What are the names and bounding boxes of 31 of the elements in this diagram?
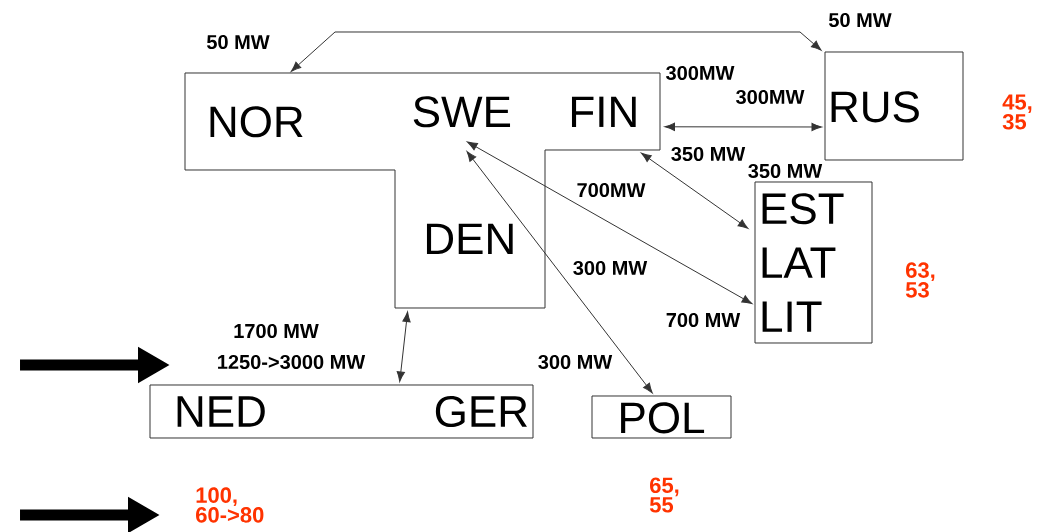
region-label: FIN <box>572 96 636 127</box>
value-note: 45, 35 <box>1002 94 1032 130</box>
connector-arrow <box>467 141 753 304</box>
region-outline <box>184 72 661 309</box>
capacity-label: 300MW <box>734 88 806 106</box>
connector-arrow <box>396 311 411 382</box>
region-label: DEN <box>426 223 513 254</box>
capacity-label: 350 MW <box>746 162 824 180</box>
connector-arrow <box>466 151 653 394</box>
capacity-label: 300 MW <box>536 353 614 371</box>
edge-label: 50 MW <box>205 33 271 51</box>
value-note: 100, 60->80 <box>196 487 264 523</box>
capacity-label: 700 MW <box>664 311 742 329</box>
connector-arrow <box>641 152 749 229</box>
value-note: 63, 53 <box>905 262 935 298</box>
capacity-label: 50 MW <box>827 11 893 29</box>
value-note: 65, 55 <box>649 477 679 513</box>
connector-arrow <box>290 31 822 72</box>
region-box: EST LAT LIT <box>754 181 873 344</box>
edge-label: 700MW <box>575 181 647 199</box>
region-box: RUS <box>824 51 964 161</box>
region-box: NED GER <box>149 384 534 439</box>
edge-label: 1700 MW <box>232 322 320 340</box>
region-label: SWE <box>413 96 511 128</box>
region-label: NOR <box>210 106 303 138</box>
edge-label: 300 MW <box>571 259 649 277</box>
edge-label: 300MW <box>664 64 736 82</box>
edge-label: 350 MW <box>669 145 747 163</box>
connector-arrow <box>664 122 822 132</box>
region-box: POL <box>591 395 732 439</box>
capacity-label: 1250->3000 MW <box>215 353 367 371</box>
